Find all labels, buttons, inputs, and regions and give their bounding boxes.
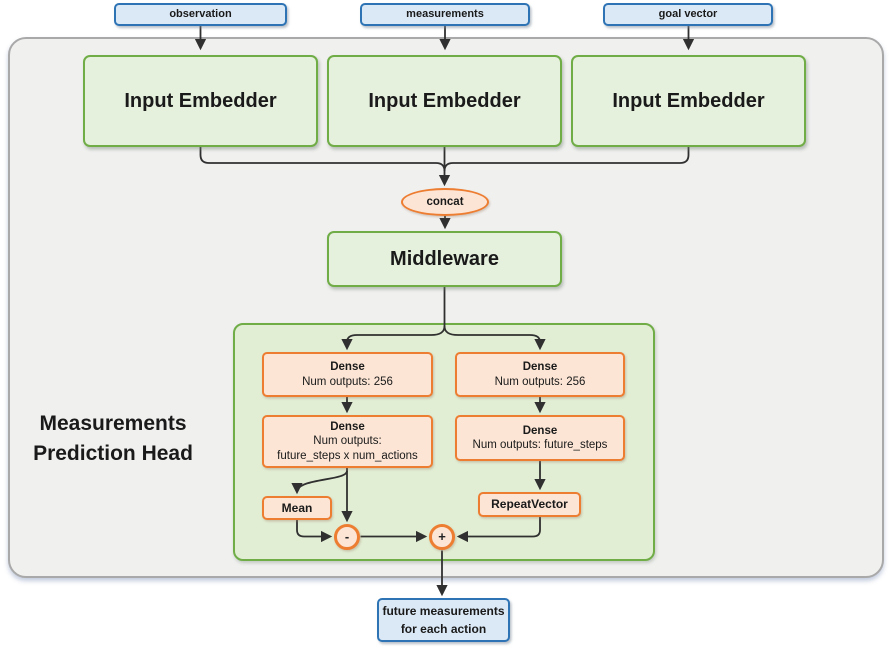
concat-ellipse: concat (401, 188, 489, 216)
output-node-line1: future measurements (382, 604, 505, 618)
dense-right-1: Dense Num outputs: 256 (455, 352, 625, 397)
input-node-observation-label: observation (169, 7, 232, 20)
embedder-box-3: Input Embedder (571, 55, 806, 147)
repeat-vector-box: RepeatVector (478, 492, 581, 517)
embedder-box-3-label: Input Embedder (612, 89, 765, 112)
dense-left-2-subtitle1: Num outputs: (313, 435, 382, 448)
embedder-box-1-label: Input Embedder (124, 89, 277, 112)
edge-repeat-to-plus (456, 517, 541, 543)
prediction-head-title-line2: Prediction Head (33, 442, 193, 465)
minus-junction: - (334, 524, 360, 550)
dense-right-2-subtitle: Num outputs: future_steps (472, 439, 608, 451)
input-node-goal-vector: goal vector (603, 3, 773, 26)
plus-junction: + (429, 524, 455, 550)
output-node: future measurements for each action (377, 598, 510, 642)
edge-embedder3-merge (443, 147, 690, 172)
input-node-measurements-label: measurements (406, 7, 484, 20)
middleware-label: Middleware (390, 247, 499, 270)
prediction-head-title-line1: Measurements (39, 412, 187, 435)
mean-box: Mean (262, 496, 332, 520)
edge-embedder1-merge (199, 147, 446, 172)
dense-left-2-title: Dense (330, 420, 365, 433)
dense-right-2: Dense Num outputs: future_steps (455, 415, 625, 461)
edge-mean-to-minus (296, 520, 333, 543)
dense-left-1-title: Dense (330, 361, 365, 374)
embedder-box-2-label: Input Embedder (368, 89, 521, 112)
dense-left-2: Dense Num outputs: future_steps x num_ac… (262, 415, 433, 468)
edge-split-right (443, 325, 546, 351)
edge-dense-l2-to-mean (291, 470, 348, 495)
input-node-goal-vector-label: goal vector (658, 7, 718, 20)
dense-right-1-subtitle: Num outputs: 256 (494, 375, 586, 388)
input-node-observation: observation (114, 3, 287, 26)
output-node-line2: for each action (400, 622, 487, 636)
dense-right-2-title: Dense (522, 424, 558, 437)
embedder-box-1: Input Embedder (83, 55, 318, 147)
mean-label: Mean (281, 500, 313, 515)
edge-split-left (341, 325, 446, 351)
dense-left-1: Dense Num outputs: 256 (262, 352, 433, 397)
prediction-head-title: Measurements Prediction Head (8, 409, 218, 469)
dense-right-1-title: Dense (522, 361, 558, 374)
repeat-vector-label: RepeatVector (491, 497, 568, 511)
middleware-box: Middleware (327, 231, 562, 287)
concat-label: concat (426, 195, 464, 208)
dense-left-1-subtitle: Num outputs: 256 (302, 375, 393, 388)
plus-label: + (438, 528, 446, 544)
dense-left-2-subtitle2: future_steps x num_actions (277, 449, 418, 462)
embedder-box-2: Input Embedder (327, 55, 562, 147)
input-node-measurements: measurements (360, 3, 530, 26)
minus-label: - (344, 528, 350, 544)
